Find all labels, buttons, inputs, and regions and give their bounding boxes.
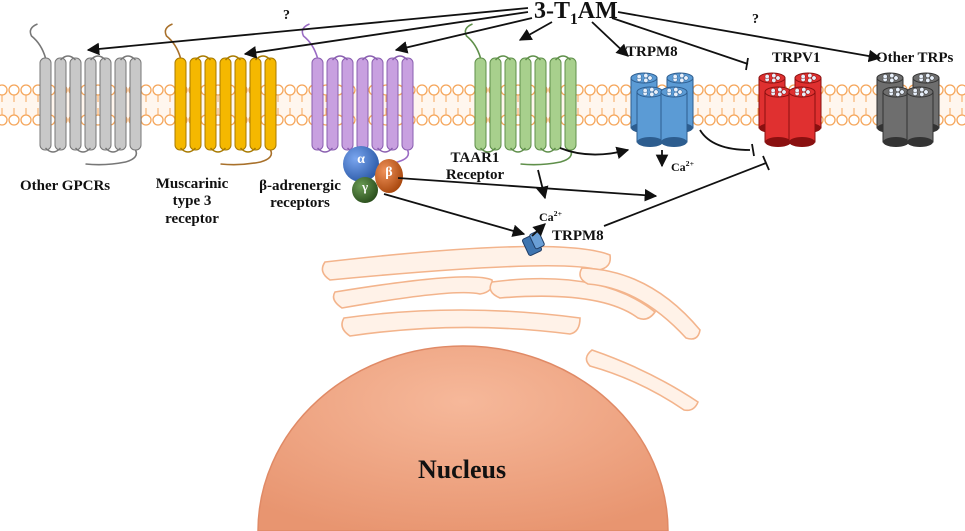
g-beta-label: β [385, 165, 393, 180]
er-trpm8-channel [522, 230, 545, 256]
trpm8-er-label: TRPM8 [552, 228, 604, 244]
trpv1-label: TRPV1 [772, 50, 821, 66]
trpm8-channel [630, 72, 694, 147]
arrow-beta-to-trpm8 [397, 177, 658, 202]
arrow-to-trpm8 [591, 21, 629, 57]
arrow-beta-to-er-trpm8 [383, 193, 526, 237]
trpv1-channel [758, 72, 822, 147]
inhibit-er-to-trpv1 [603, 162, 767, 227]
inhibit-trpm8-bar [751, 143, 755, 157]
beta-adrenergic-receptor [301, 23, 414, 166]
arrow-taar1-down [536, 169, 549, 200]
inhibit-trpv1-bar [745, 57, 749, 71]
g-gamma-subunit [352, 177, 378, 203]
inhibit-er-bar [762, 155, 770, 171]
g-beta-subunit [375, 159, 403, 193]
other-gpcr-receptor [29, 23, 142, 166]
arrow-er-ca-release [531, 223, 546, 237]
signal-arrows [86, 7, 882, 237]
arrow-to-other-gpcrs [86, 7, 529, 56]
arrow-to-beta-adrenergic [394, 17, 533, 54]
endoplasmic-reticulum [321, 245, 701, 412]
inhibit-trpm8-to-trpv1 [699, 129, 751, 151]
taar1-receptor [464, 23, 577, 166]
arrow-to-other-trps [617, 11, 882, 63]
trpm8-membrane-label: TRPM8 [626, 44, 678, 60]
question-mark-left: ? [283, 8, 290, 23]
arrow-to-taar1 [518, 21, 553, 41]
nucleus-label: Nucleus [418, 455, 506, 484]
other-trps-label: Other TRPs [876, 50, 954, 66]
g-alpha-label: α [357, 152, 365, 167]
inhibit-trpv1 [611, 17, 749, 65]
muscarinic-receptor [164, 23, 277, 166]
other-trps-channel [876, 72, 940, 147]
g-gamma-label: γ [361, 179, 369, 194]
other-gpcrs-label: Other GPCRs [20, 178, 111, 194]
ligand-label: 3-T1AM [534, 0, 618, 28]
nucleus [257, 345, 669, 531]
ca-membrane-label: Ca2+ [671, 159, 695, 174]
arrow-to-muscarinic [243, 11, 529, 59]
g-protein [343, 146, 403, 203]
question-mark-right: ? [752, 12, 759, 27]
g-alpha-subunit [343, 146, 379, 182]
arrow-taar1-to-trpm8 [559, 146, 630, 159]
ca-er-label: Ca2+ [539, 209, 563, 224]
